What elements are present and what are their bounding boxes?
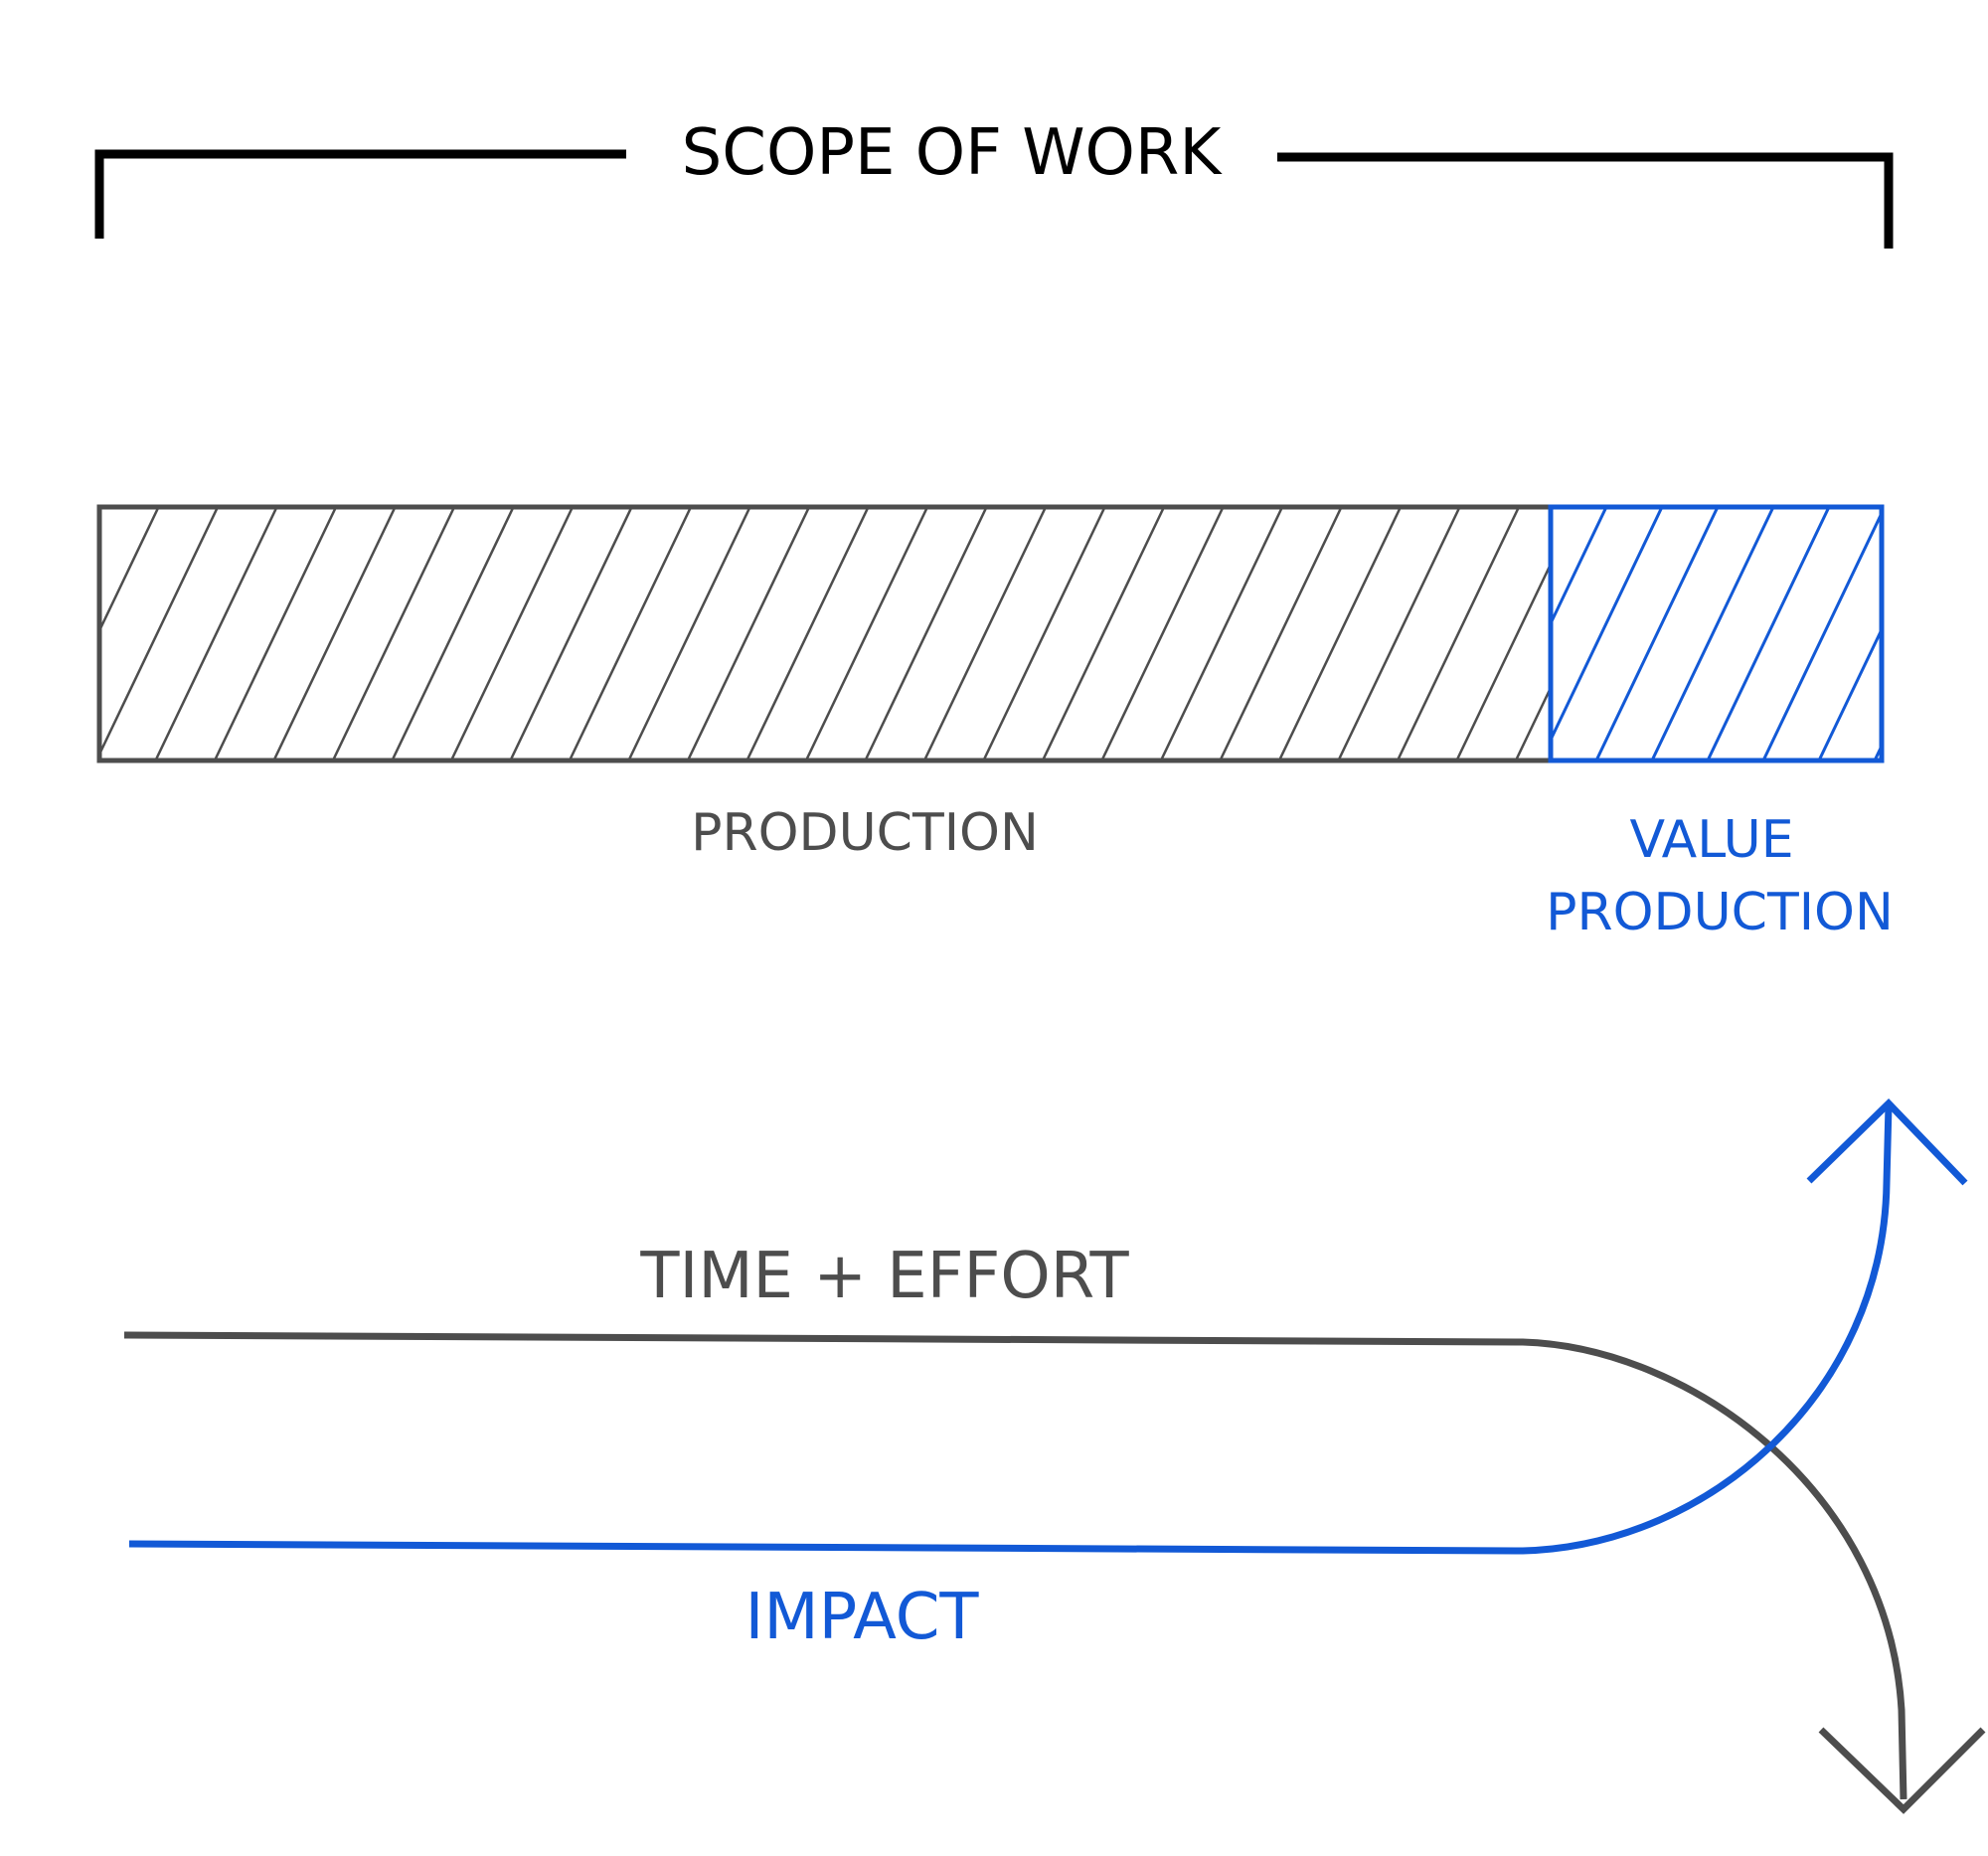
value-production-hatch-line [1650, 507, 1775, 760]
value-production-outline [1548, 504, 1885, 763]
value-production-hatch-line [1551, 507, 1553, 511]
production-hatch-line [568, 507, 693, 760]
scope-bracket-left [94, 149, 626, 239]
production-hatch-line [1396, 507, 1521, 760]
value-production-bar [1548, 504, 1988, 763]
production-hatch-line [982, 507, 1106, 760]
production-hatch-line [746, 507, 870, 760]
value-production-hatch-line [1551, 507, 1664, 744]
value-production-hatch [1551, 507, 1988, 760]
production-hatch-line [1159, 507, 1284, 760]
production-hatch-line [99, 507, 220, 758]
production-hatch-line [1455, 561, 1551, 760]
scope-title: SCOPE OF WORK [682, 116, 1224, 190]
effort-label: TIME + EFFORT [639, 1240, 1129, 1313]
production-hatch-line [213, 507, 338, 760]
production-hatch-line [1337, 507, 1461, 760]
production-hatch-line [1219, 507, 1343, 760]
value-production-hatch-line [1761, 509, 1882, 760]
value-production-label-line1: VALUE [1629, 810, 1793, 870]
arrow-up-icon [1806, 1098, 1968, 1186]
effort-curve: TIME + EFFORT [123, 1240, 1986, 1814]
production-hatch-line [627, 507, 751, 760]
effort-curve-line [123, 1331, 1907, 1800]
value-production-hatch-line [1706, 507, 1831, 760]
production-hatch-line [1277, 507, 1403, 760]
scope-bracket: SCOPE OF WORK [94, 116, 1894, 249]
production-hatch-line [154, 507, 278, 760]
impact-curve: IMPACT [128, 1098, 1968, 1654]
value-production-hatch-line [1930, 507, 1988, 760]
production-hatch-line [1514, 684, 1551, 760]
production-hatch-line [1100, 507, 1225, 760]
value-production-hatch-line [1873, 742, 1882, 760]
production-bar [96, 504, 1697, 763]
production-hatch-line [1041, 507, 1166, 760]
production-hatch-line [449, 507, 575, 760]
production-hatch [99, 507, 1697, 760]
production-hatch-line [686, 507, 811, 760]
production-hatch-line [1575, 507, 1697, 760]
arrow-down-icon [1818, 1727, 1986, 1814]
scope-bracket-right [1277, 152, 1894, 249]
production-hatch-line [391, 507, 515, 760]
impact-label: IMPACT [745, 1581, 979, 1654]
production-hatch-line [922, 507, 1048, 760]
production-hatch-line [864, 507, 988, 760]
production-hatch-line [99, 507, 160, 634]
impact-curve-line [128, 1104, 1893, 1555]
production-hatch-line [99, 507, 101, 510]
production-hatch-line [331, 507, 456, 760]
value-production-hatch-line [1594, 507, 1720, 760]
value-production-label-line2: PRODUCTION [1546, 883, 1894, 942]
value-production-hatch-line [1551, 507, 1608, 627]
production-hatch-line [509, 507, 633, 760]
production-hatch-line [804, 507, 929, 760]
production-hatch-line [272, 507, 397, 760]
production-label: PRODUCTION [691, 803, 1039, 863]
